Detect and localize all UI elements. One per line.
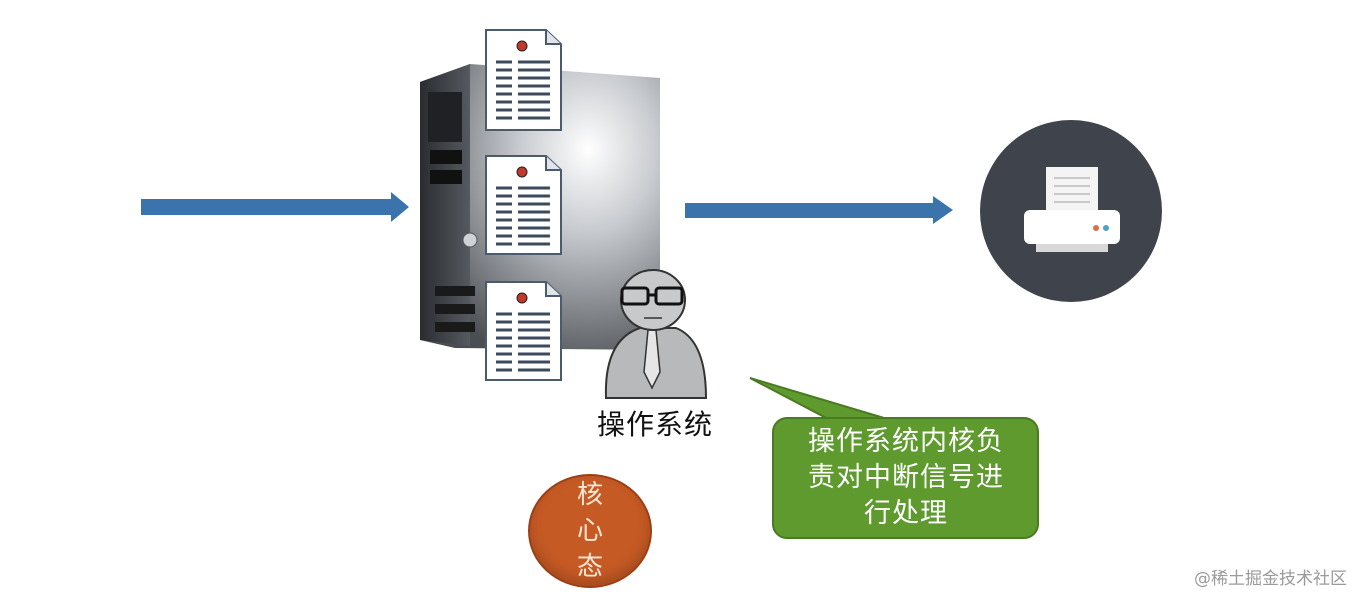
callout-text: 操作系统内核负 责对中断信号进 行处理 — [778, 422, 1034, 534]
document-icon — [485, 29, 562, 131]
input-arrow — [141, 192, 409, 222]
printer-icon — [980, 120, 1162, 302]
document-icon — [485, 281, 562, 381]
os-label: 操作系统 — [596, 408, 713, 441]
callout-line: 行处理 — [864, 498, 948, 529]
badge-char: 核 — [576, 480, 603, 510]
watermark: @稀土掘金技术社区 — [1194, 569, 1347, 589]
document-icon — [485, 155, 562, 255]
badge-char: 态 — [576, 552, 603, 582]
callout-bubble — [749, 377, 1039, 539]
kernel-mode-badge: 核 心 态 — [528, 474, 652, 588]
output-arrow — [685, 196, 953, 224]
callout-line: 操作系统内核负 — [808, 426, 1004, 457]
badge-char: 心 — [576, 516, 603, 546]
os-person-icon — [604, 269, 708, 399]
callout-line: 责对中断信号进 — [808, 462, 1004, 493]
